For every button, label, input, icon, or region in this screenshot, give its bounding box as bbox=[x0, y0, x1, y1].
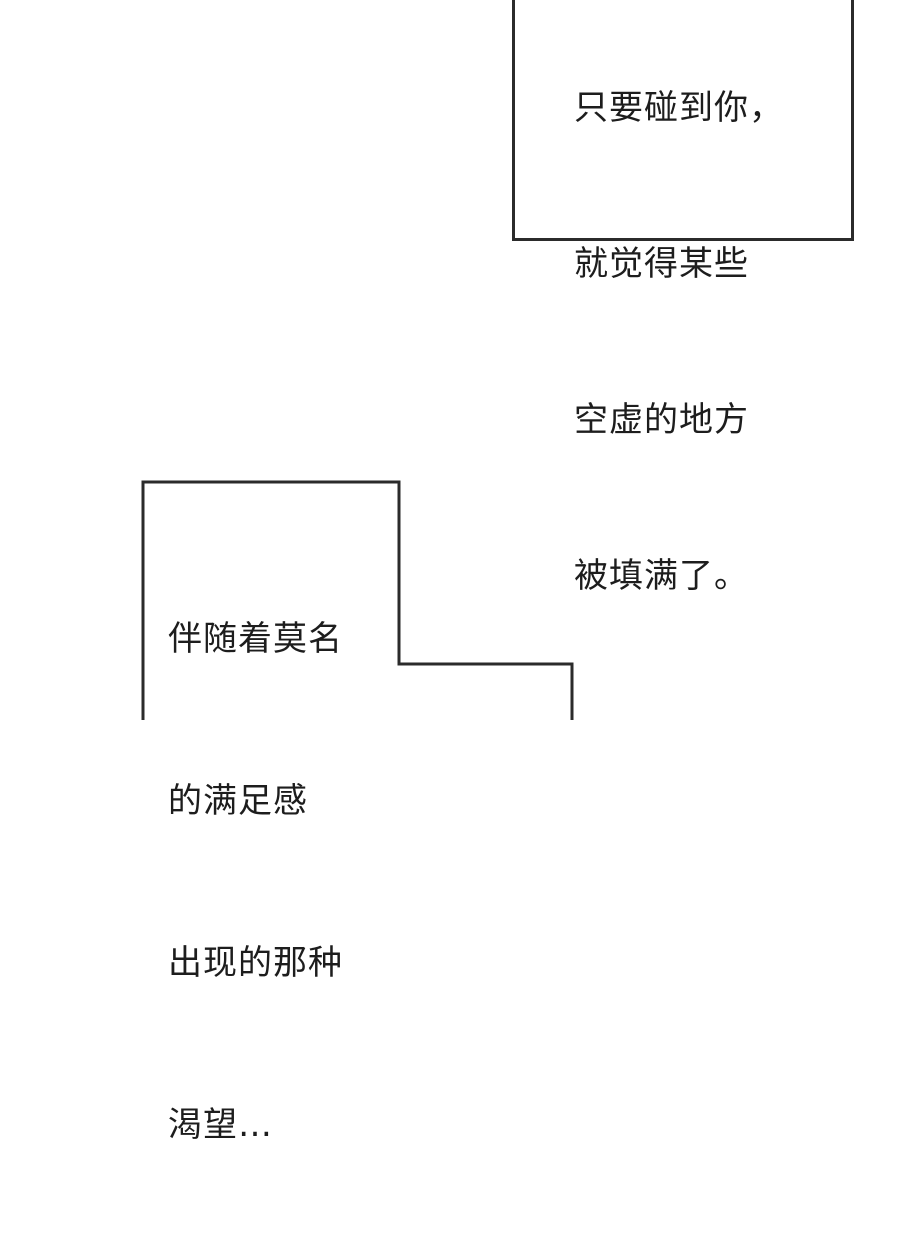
caption-text-top-right: 只要碰到你， 就觉得某些 空虚的地方 被填满了。 bbox=[574, 0, 784, 706]
caption-text-bottom-left: 伴随着莫名 的满足感 出现的那种 渴望… bbox=[168, 504, 343, 1260]
caption-line: 出现的那种 bbox=[168, 943, 343, 983]
caption-line: 空虚的地方 bbox=[574, 400, 749, 440]
caption-box-top-right bbox=[512, 0, 854, 241]
caption-line: 只要碰到你， bbox=[574, 88, 784, 128]
caption-line: 渴望… bbox=[168, 1105, 273, 1145]
caption-line: 就觉得某些 bbox=[574, 244, 749, 284]
caption-box-bottom-left bbox=[141, 480, 574, 720]
comic-panel: 只要碰到你， 就觉得某些 空虚的地方 被填满了。 伴随着莫名 的满足感 出现的那… bbox=[141, 0, 854, 1145]
caption-line: 伴随着莫名 bbox=[168, 619, 343, 659]
caption-line: 的满足感 bbox=[168, 781, 308, 821]
caption-line: 被填满了。 bbox=[574, 556, 749, 596]
